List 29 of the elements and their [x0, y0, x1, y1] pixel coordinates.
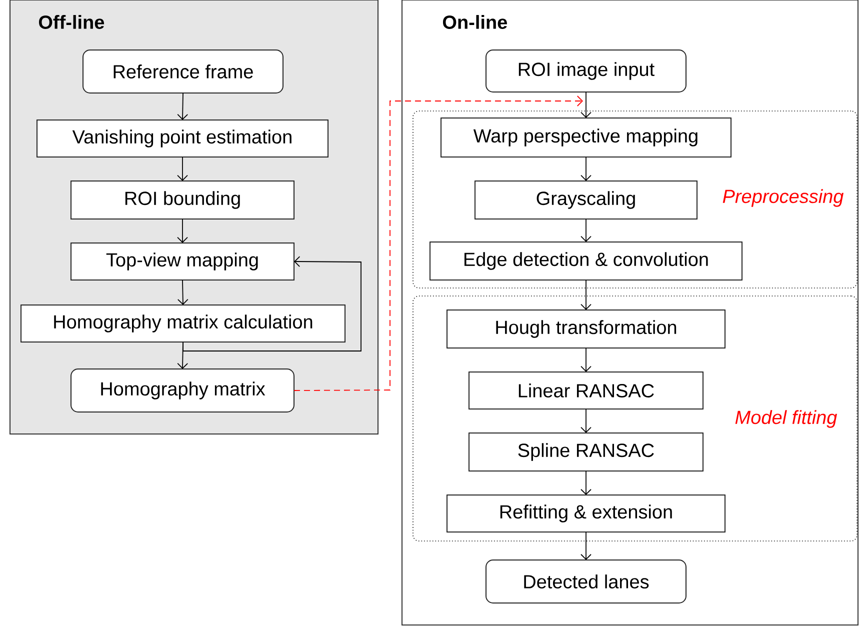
terminal-box: Reference frame — [82, 50, 284, 94]
arrow — [580, 348, 592, 372]
terminal-box: ROI image input — [486, 50, 686, 92]
process-box: Hough transformation — [446, 310, 726, 348]
arrow — [580, 218, 592, 242]
arrow — [177, 218, 188, 243]
process-box: Edge detection & convolution — [430, 242, 742, 280]
arrow — [177, 156, 188, 181]
terminal-box: Detected lanes — [486, 560, 686, 604]
arrow — [580, 470, 592, 495]
process-box: ROI bounding — [70, 180, 294, 220]
arrow — [182, 256, 362, 352]
arrow — [294, 96, 583, 391]
arrow — [580, 408, 592, 433]
process-box: Grayscaling — [474, 180, 698, 220]
arrow — [177, 280, 188, 305]
process-box: Linear RANSAC — [468, 372, 704, 410]
arrow — [580, 156, 592, 181]
process-box: Warp perspective mapping — [440, 118, 732, 158]
arrow — [177, 92, 188, 120]
arrow — [580, 280, 592, 310]
process-box: Vanishing point estimation — [36, 120, 328, 158]
process-box: Refitting & extension — [446, 494, 726, 532]
process-box: Top-view mapping — [70, 242, 294, 280]
terminal-box: Homography matrix — [70, 368, 294, 412]
process-box: Homography matrix calculation — [20, 304, 346, 342]
arrow — [580, 532, 592, 560]
arrow — [580, 92, 592, 118]
process-box: Spline RANSAC — [468, 432, 704, 472]
